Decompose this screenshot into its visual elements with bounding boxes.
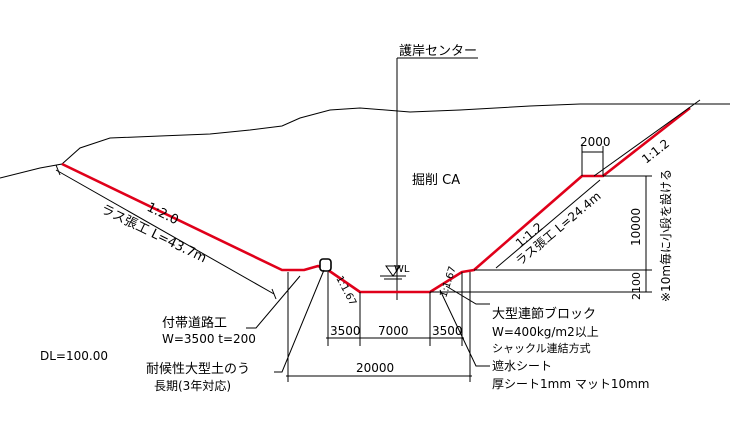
sheet-leader [439, 289, 490, 367]
excavation-profile [61, 106, 691, 294]
left-slope-dim-line [55, 169, 275, 295]
sandbag-callout-line2: 長期(3年対応) [154, 379, 231, 393]
toe-slope-right: 1:1.67 [438, 265, 458, 299]
dim-bottom-total: 20000 [356, 361, 394, 375]
sheet-callout-line1: 遮水シート [492, 358, 552, 373]
dim-berm: 2000 [580, 135, 611, 149]
dim-height-lower: 2100 [630, 272, 643, 300]
water-level-label: WL [394, 264, 410, 275]
sandbag-leader [274, 269, 325, 373]
right-slope-gradient-upper: 1:1.2 [639, 136, 672, 166]
road-callout-line1: 付帯道路工 [162, 315, 227, 331]
sheet-callout-line2: 厚シート1mm マット10mm [492, 377, 649, 391]
sandbag-callout-line1: 耐候性大型土のう [146, 362, 250, 377]
excavation-label: 掘削 CA [412, 173, 460, 188]
sandbag-icon [319, 258, 332, 272]
ground-line [0, 103, 730, 179]
block-leader [445, 285, 490, 305]
block-callout-line2: W=400kg/m2以上 [492, 325, 599, 339]
dim-bottom-left: 3500 [330, 324, 361, 338]
water-level-icon [380, 265, 406, 280]
block-callout-line1: 大型連節ブロック [492, 306, 596, 322]
dim-height-upper: 10000 [629, 208, 643, 246]
right-slope-note: ※10m毎に小段を設ける [658, 169, 673, 302]
right-slope-dim-line [495, 179, 601, 269]
road-leader [246, 275, 301, 329]
road-callout-line2: W=3500 t=200 [162, 332, 256, 346]
block-callout-line3: シャックル連結方式 [492, 341, 591, 355]
dim-bottom-right: 3500 [432, 324, 463, 338]
dim-bottom-center: 7000 [378, 324, 409, 338]
right-upper-dim-line [593, 99, 701, 177]
center-line-label: 護岸センター [399, 43, 477, 59]
toe-slope-left: 1:1.67 [333, 274, 358, 307]
datum-label: DL=100.00 [40, 349, 108, 363]
